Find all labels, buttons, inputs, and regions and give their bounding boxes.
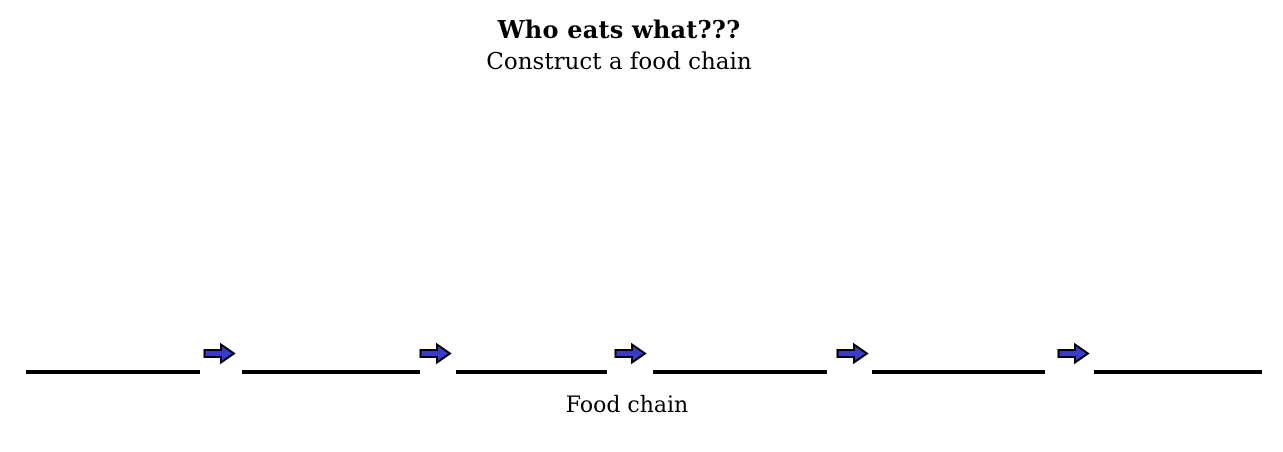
right-arrow-icon bbox=[419, 342, 452, 365]
food-chain-blank-5[interactable] bbox=[872, 370, 1045, 374]
right-arrow-shape bbox=[836, 342, 869, 365]
right-arrow-shape bbox=[1057, 342, 1090, 365]
page-title: Who eats what??? bbox=[497, 15, 741, 44]
food-chain-blank-4[interactable] bbox=[653, 370, 827, 374]
right-arrow-icon bbox=[614, 342, 647, 365]
food-chain-blank-2[interactable] bbox=[242, 370, 420, 374]
food-chain-blank-3[interactable] bbox=[456, 370, 607, 374]
right-arrow-icon bbox=[203, 342, 236, 365]
right-arrow-shape bbox=[614, 342, 647, 365]
food-chain-blank-1[interactable] bbox=[26, 370, 200, 374]
right-arrow-shape bbox=[419, 342, 452, 365]
page-subtitle: Construct a food chain bbox=[486, 49, 752, 75]
right-arrow-shape bbox=[203, 342, 236, 365]
worksheet-header: Who eats what??? Construct a food chain bbox=[0, 14, 1238, 78]
right-arrow-icon bbox=[1057, 342, 1090, 365]
right-arrow-icon bbox=[836, 342, 869, 365]
food-chain-blank-6[interactable] bbox=[1094, 370, 1262, 374]
food-chain-label: Food chain bbox=[565, 393, 689, 418]
